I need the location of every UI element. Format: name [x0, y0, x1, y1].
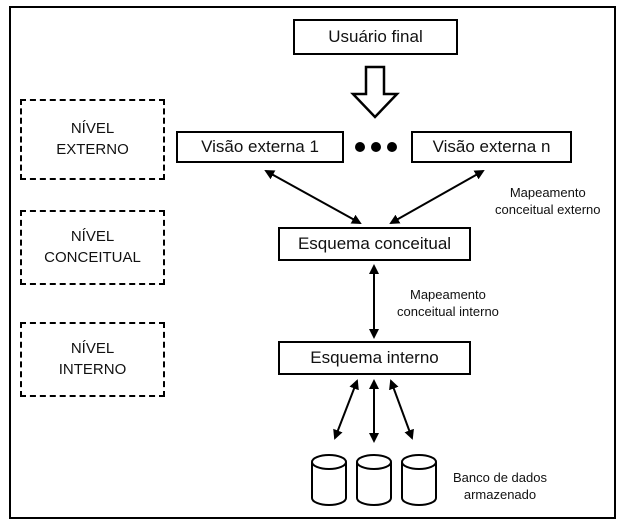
double-arrow-internal-db1 [333, 379, 359, 440]
double-arrow-view1-conceptual [264, 170, 362, 224]
database-line1: Banco de dados [453, 470, 547, 485]
level-internal-line1: NÍVEL [70, 340, 115, 358]
mapping-internal-line2: conceitual interno [397, 303, 499, 319]
mapping-internal-line1: Mapeamento [410, 287, 486, 302]
external-view-1-box: Visão externa 1 [176, 131, 344, 163]
level-external-box: NÍVEL EXTERNO [20, 99, 165, 180]
double-arrow-internal-db3 [389, 379, 414, 440]
mapping-internal-note: Mapeamento conceitual interno [397, 287, 499, 321]
level-conceptual-line2: CONCEITUAL [44, 248, 141, 266]
internal-schema-box: Esquema interno [278, 341, 471, 375]
level-conceptual-box: NÍVEL CONCEITUAL [20, 210, 165, 285]
hollow-down-arrow [350, 65, 400, 119]
level-external-line2: EXTERNO [56, 140, 129, 158]
ellipsis-dot [355, 142, 365, 152]
level-external-line1: NÍVEL [70, 120, 115, 138]
ellipsis-dot [387, 142, 397, 152]
level-internal-line2: INTERNO [58, 360, 127, 378]
database-cylinder [311, 454, 347, 506]
external-view-n-box: Visão externa n [411, 131, 572, 163]
end-user-box: Usuário final [293, 19, 458, 55]
database-cylinder [401, 454, 437, 506]
database-cylinder [356, 454, 392, 506]
conceptual-schema-box: Esquema conceitual [278, 227, 471, 261]
database-line2: armazenado [463, 486, 537, 502]
mapping-external-line2: conceitual externo [495, 201, 601, 217]
level-conceptual-line1: NÍVEL [70, 228, 115, 246]
mapping-external-line1: Mapeamento [509, 185, 586, 200]
level-internal-box: NÍVEL INTERNO [20, 322, 165, 397]
diagram-frame [9, 6, 616, 519]
mapping-external-note: Mapeamento conceitual externo [495, 185, 601, 219]
double-arrow-viewn-conceptual [389, 170, 485, 224]
ellipsis-dot [371, 142, 381, 152]
database-note: Banco de dados armazenado [453, 470, 547, 504]
